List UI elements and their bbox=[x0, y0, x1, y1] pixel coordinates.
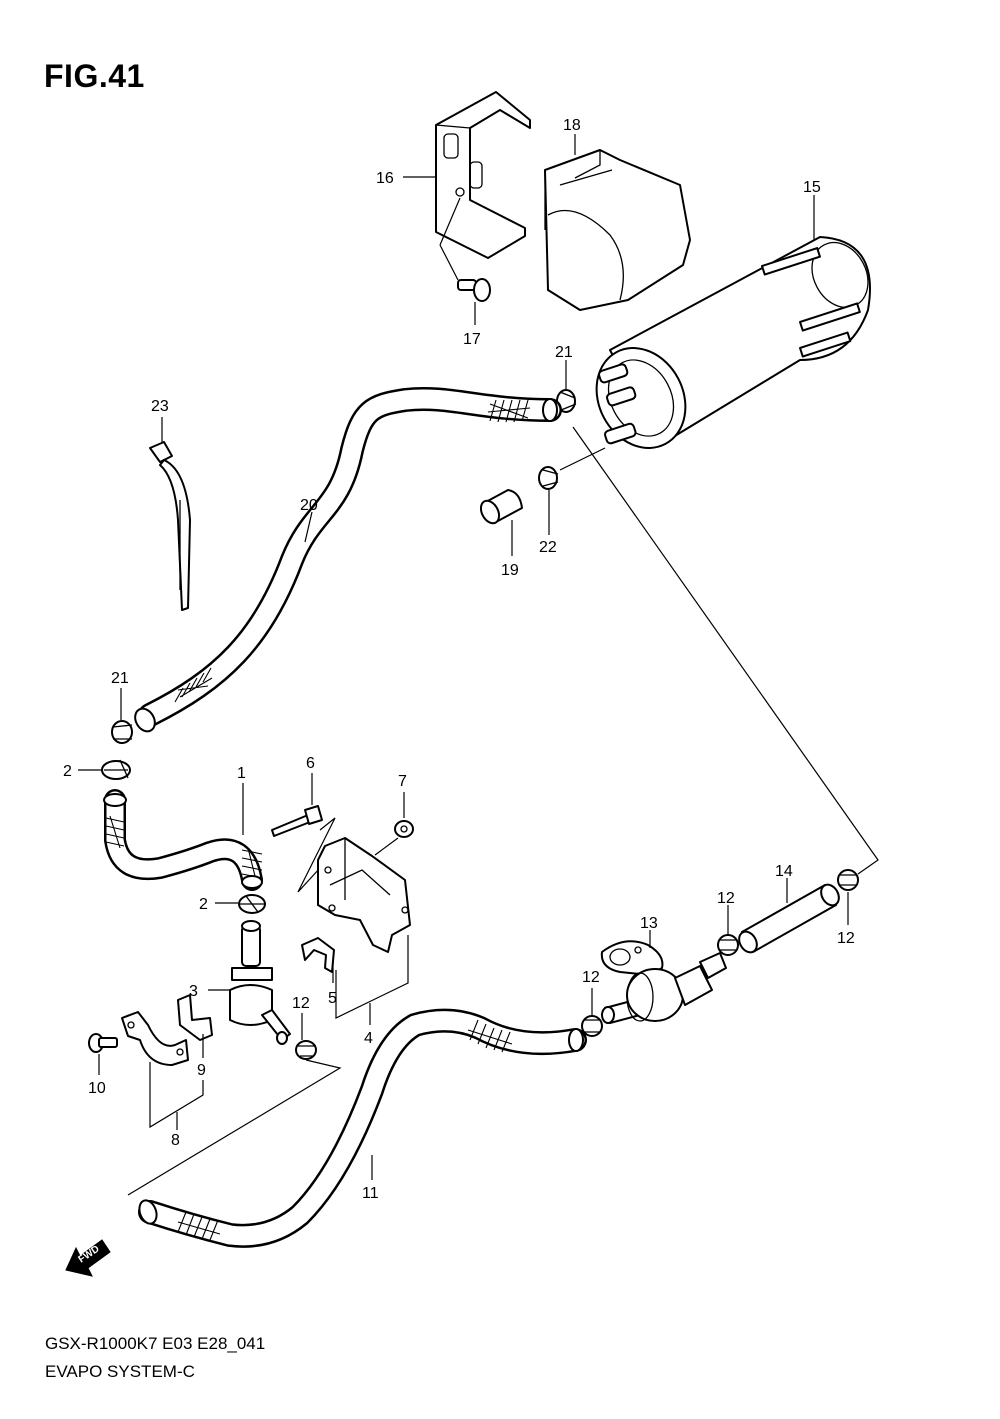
part-14-hose bbox=[738, 883, 840, 954]
callout-1: 1 bbox=[237, 765, 246, 782]
callout-21-lower: 21 bbox=[111, 670, 129, 687]
callout-2-upper: 2 bbox=[63, 763, 72, 780]
part-12-clamp-c bbox=[717, 934, 739, 956]
part-15-canister bbox=[595, 236, 871, 449]
callout-12-c: 12 bbox=[717, 890, 735, 907]
part-5-clip bbox=[301, 937, 335, 973]
part-7-washer bbox=[394, 820, 414, 838]
part-16-bracket bbox=[435, 91, 531, 259]
callout-12-d: 12 bbox=[837, 930, 855, 947]
callout-4: 4 bbox=[364, 1030, 373, 1047]
callout-11: 11 bbox=[362, 1185, 379, 1202]
part-13-valve bbox=[600, 940, 727, 1024]
part-4-bracket bbox=[317, 837, 411, 953]
part-2-clamp-lower bbox=[238, 894, 266, 914]
callout-16: 16 bbox=[376, 170, 394, 187]
callout-12-b: 12 bbox=[582, 969, 600, 986]
fwd-arrow-icon: FWD bbox=[65, 1239, 111, 1277]
part-1-hose bbox=[103, 789, 263, 891]
callout-8: 8 bbox=[171, 1132, 180, 1149]
part-18-holder bbox=[544, 149, 691, 311]
part-22-clamp bbox=[538, 466, 559, 490]
part-10-screw bbox=[88, 1033, 118, 1053]
part-12-clamp-b bbox=[581, 1015, 603, 1037]
part-3-valve bbox=[229, 920, 291, 1045]
system-name: EVAPO SYSTEM-C bbox=[45, 1362, 195, 1381]
part-21-clamp-lower bbox=[111, 720, 133, 744]
part-12-clamp-a bbox=[295, 1040, 317, 1060]
callout-12-a: 12 bbox=[292, 995, 310, 1012]
part-11-hose bbox=[138, 1008, 587, 1248]
callout-7: 7 bbox=[398, 773, 407, 790]
callout-22: 22 bbox=[539, 539, 557, 556]
callout-14: 14 bbox=[775, 863, 793, 880]
callout-5: 5 bbox=[328, 990, 337, 1007]
part-9-clip bbox=[177, 994, 213, 1041]
figure-title: FIG.41 bbox=[44, 58, 145, 94]
part-2-clamp-upper bbox=[101, 759, 131, 780]
callout-2-lower: 2 bbox=[199, 896, 208, 913]
callout-6: 6 bbox=[306, 755, 315, 772]
callout-21-upper: 21 bbox=[555, 344, 573, 361]
callout-3: 3 bbox=[189, 983, 198, 1000]
callout-20: 20 bbox=[300, 497, 318, 514]
model-code: GSX-R1000K7 E03 E28_041 bbox=[45, 1334, 266, 1353]
callout-17: 17 bbox=[463, 331, 481, 348]
part-17-screw bbox=[439, 197, 491, 302]
callout-13: 13 bbox=[640, 915, 658, 932]
part-12-clamp-d bbox=[837, 869, 859, 891]
part-20-hose bbox=[134, 386, 562, 733]
part-6-rivet bbox=[271, 805, 323, 837]
callout-9: 9 bbox=[197, 1062, 206, 1079]
callout-23: 23 bbox=[151, 398, 169, 415]
callout-18: 18 bbox=[563, 117, 581, 134]
part-23-cable-tie bbox=[149, 441, 191, 611]
callout-10: 10 bbox=[88, 1080, 106, 1097]
callout-19: 19 bbox=[501, 562, 519, 579]
part-8-clamp-bracket bbox=[121, 1011, 189, 1066]
callout-15: 15 bbox=[803, 179, 821, 196]
part-19-cap bbox=[479, 489, 523, 525]
